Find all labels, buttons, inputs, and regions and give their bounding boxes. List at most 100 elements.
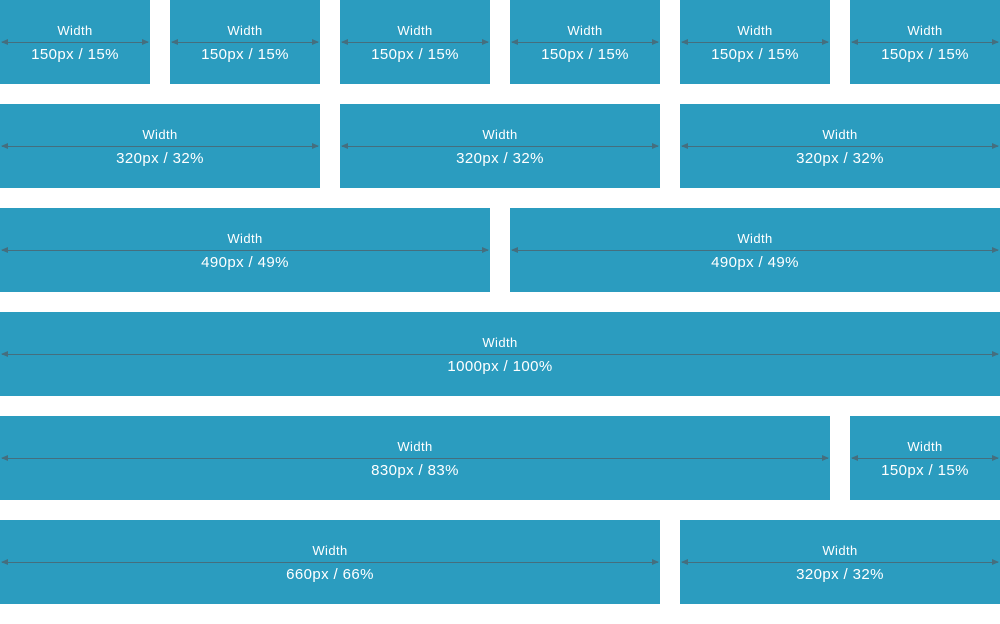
width-label: Width	[227, 23, 263, 38]
width-arrow	[1, 455, 829, 461]
arrow-right-icon	[312, 39, 319, 45]
arrow-right-icon	[652, 39, 659, 45]
width-value: 320px / 32%	[116, 150, 204, 167]
arrow-right-icon	[992, 559, 999, 565]
width-value: 150px / 15%	[201, 46, 289, 63]
width-value: 150px / 15%	[541, 46, 629, 63]
width-row-1: Width 150px / 15% Width 150px / 15% Widt…	[0, 0, 1000, 84]
width-arrow	[1, 39, 149, 45]
arrow-left-icon	[1, 559, 8, 565]
width-row-6: Width 660px / 66% Width 320px / 32%	[0, 520, 1000, 604]
width-box: Width 150px / 15%	[340, 0, 490, 84]
width-value: 490px / 49%	[201, 254, 289, 271]
width-row-2: Width 320px / 32% Width 320px / 32% Widt…	[0, 104, 1000, 188]
width-arrow	[681, 559, 999, 565]
width-label: Width	[567, 23, 603, 38]
width-box: Width 320px / 32%	[680, 104, 1000, 188]
arrow-left-icon	[1, 39, 8, 45]
arrow-right-icon	[482, 247, 489, 253]
width-value: 660px / 66%	[286, 566, 374, 583]
width-arrow	[1, 247, 489, 253]
arrow-left-icon	[681, 143, 688, 149]
arrow-left-icon	[171, 39, 178, 45]
width-box: Width 830px / 83%	[0, 416, 830, 500]
arrow-right-icon	[652, 559, 659, 565]
width-label: Width	[57, 23, 93, 38]
width-value: 150px / 15%	[31, 46, 119, 63]
width-row-3: Width 490px / 49% Width 490px / 49%	[0, 208, 1000, 292]
arrow-left-icon	[1, 351, 8, 357]
width-label: Width	[397, 439, 433, 454]
width-value: 150px / 15%	[881, 462, 969, 479]
width-value: 320px / 32%	[796, 150, 884, 167]
arrow-left-icon	[511, 39, 518, 45]
arrow-left-icon	[341, 143, 348, 149]
width-row-5: Width 830px / 83% Width 150px / 15%	[0, 416, 1000, 500]
width-value: 490px / 49%	[711, 254, 799, 271]
width-arrow	[681, 39, 829, 45]
width-label: Width	[822, 127, 858, 142]
arrow-right-icon	[142, 39, 149, 45]
arrow-left-icon	[681, 39, 688, 45]
width-value: 150px / 15%	[881, 46, 969, 63]
width-arrow	[1, 351, 999, 357]
width-box: Width 1000px / 100%	[0, 312, 1000, 396]
arrow-left-icon	[511, 247, 518, 253]
width-arrow	[851, 39, 999, 45]
arrow-right-icon	[312, 143, 319, 149]
width-box: Width 320px / 32%	[340, 104, 660, 188]
width-arrow	[341, 143, 659, 149]
width-box: Width 490px / 49%	[0, 208, 490, 292]
width-value: 830px / 83%	[371, 462, 459, 479]
width-box: Width 320px / 32%	[680, 520, 1000, 604]
arrow-right-icon	[652, 143, 659, 149]
width-label: Width	[227, 231, 263, 246]
arrow-right-icon	[992, 247, 999, 253]
arrow-left-icon	[851, 39, 858, 45]
width-box: Width 660px / 66%	[0, 520, 660, 604]
arrow-left-icon	[1, 247, 8, 253]
width-value: 150px / 15%	[711, 46, 799, 63]
width-box: Width 150px / 15%	[0, 0, 150, 84]
arrow-left-icon	[851, 455, 858, 461]
arrow-left-icon	[1, 143, 8, 149]
width-box: Width 490px / 49%	[510, 208, 1000, 292]
arrow-right-icon	[992, 39, 999, 45]
width-arrow	[1, 559, 659, 565]
width-box: Width 150px / 15%	[510, 0, 660, 84]
width-box: Width 150px / 15%	[850, 416, 1000, 500]
width-box: Width 150px / 15%	[850, 0, 1000, 84]
width-box: Width 150px / 15%	[170, 0, 320, 84]
width-label: Width	[907, 439, 943, 454]
arrow-left-icon	[1, 455, 8, 461]
width-label: Width	[142, 127, 178, 142]
width-label: Width	[737, 23, 773, 38]
width-arrow	[1, 143, 319, 149]
arrow-right-icon	[992, 351, 999, 357]
width-arrow	[851, 455, 999, 461]
width-label: Width	[482, 335, 518, 350]
width-label: Width	[312, 543, 348, 558]
width-box: Width 150px / 15%	[680, 0, 830, 84]
width-arrow	[681, 143, 999, 149]
width-arrow	[511, 247, 999, 253]
arrow-right-icon	[992, 455, 999, 461]
width-value: 320px / 32%	[796, 566, 884, 583]
width-label: Width	[397, 23, 433, 38]
width-box: Width 320px / 32%	[0, 104, 320, 188]
arrow-right-icon	[822, 39, 829, 45]
arrow-right-icon	[992, 143, 999, 149]
width-value: 320px / 32%	[456, 150, 544, 167]
width-value: 150px / 15%	[371, 46, 459, 63]
width-label: Width	[737, 231, 773, 246]
width-arrow	[511, 39, 659, 45]
width-value: 1000px / 100%	[447, 358, 553, 375]
arrow-right-icon	[822, 455, 829, 461]
width-label: Width	[822, 543, 858, 558]
width-row-4: Width 1000px / 100%	[0, 312, 1000, 396]
arrow-left-icon	[341, 39, 348, 45]
arrow-left-icon	[681, 559, 688, 565]
width-arrow	[171, 39, 319, 45]
width-label: Width	[907, 23, 943, 38]
width-arrow	[341, 39, 489, 45]
